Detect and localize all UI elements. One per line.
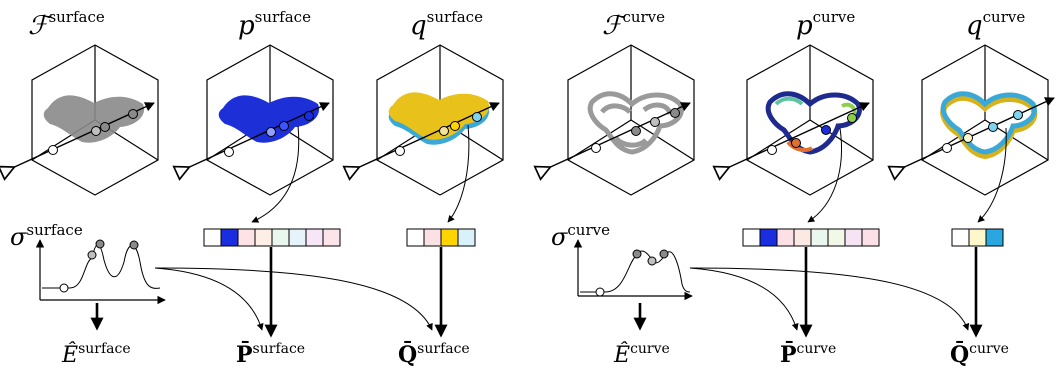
title-q-surface: qsurface — [410, 8, 483, 41]
vector-cell — [322, 228, 341, 247]
vector-cell — [742, 228, 761, 247]
arrow-sigma-curve-to-Q — [689, 267, 970, 331]
arrow-sigma-surface-to-Q — [154, 267, 433, 331]
vector-cell — [844, 228, 863, 247]
sample-point — [91, 126, 101, 136]
vector-cell — [203, 228, 222, 247]
sample-point — [591, 143, 601, 153]
vector-cell — [457, 228, 476, 247]
sample-point — [963, 133, 973, 143]
vector-cell — [271, 228, 290, 247]
cube-p-curve — [723, 44, 874, 196]
vector-cell — [288, 228, 307, 247]
sample-point — [791, 138, 801, 148]
vector-cell — [951, 228, 970, 247]
sigma-curve — [580, 250, 691, 293]
sample-point — [821, 125, 831, 135]
vector-cell — [793, 228, 812, 247]
cube-f-curve — [544, 44, 695, 196]
sigma-curve-label: σcurve — [551, 221, 610, 251]
sample-point — [988, 122, 998, 132]
output-P-surface: P̄surface — [236, 340, 305, 368]
sample-point — [472, 112, 482, 122]
vector-cell — [440, 228, 459, 247]
output-Q-surface: Q̄surface — [398, 340, 470, 368]
sample-point — [847, 113, 857, 123]
title-f-curve: ℱcurve — [602, 8, 665, 41]
sample-point — [224, 147, 234, 157]
arrow-p-curve-to-vector — [807, 127, 843, 223]
vector-cell — [776, 228, 795, 247]
sample-point — [942, 143, 952, 153]
view-ray — [723, 103, 869, 170]
vector-cell — [423, 228, 442, 247]
sample-point — [128, 109, 138, 119]
sample-point — [266, 127, 276, 137]
sample-point — [48, 145, 58, 155]
sample-point — [631, 126, 641, 136]
cube-p-surface — [183, 44, 334, 196]
vector-cell — [220, 228, 239, 247]
vector-cell — [406, 228, 425, 247]
sample-point — [439, 126, 449, 136]
sample-point — [767, 145, 777, 155]
sigma-plot-curve: σcurve — [551, 221, 693, 301]
sample-point — [650, 117, 660, 127]
vector-cell — [305, 228, 324, 247]
sample-point — [395, 146, 405, 156]
shape-surface-gray — [43, 95, 145, 143]
output-P-curve: P̄curve — [780, 340, 836, 368]
sample-point — [100, 122, 110, 132]
output-E-curve: Êcurve — [613, 341, 670, 368]
cube-q-surface — [353, 44, 504, 196]
view-ray — [898, 98, 1054, 170]
cube-q-curve — [898, 44, 1054, 196]
title-q-curve: qcurve — [966, 8, 1025, 41]
vector-cell — [861, 228, 880, 247]
cube-f-surface — [8, 44, 159, 196]
sigma-plot-surface: σsurface — [10, 221, 166, 305]
vector-cell — [827, 228, 846, 247]
feature-vector-p-curve — [742, 228, 880, 247]
vector-cell — [968, 228, 987, 247]
view-ray — [544, 103, 690, 170]
vector-cell — [759, 228, 778, 247]
arrow-sigma-curve-to-P — [689, 267, 799, 331]
output-Q-curve: Q̄curve — [950, 340, 1009, 368]
arrow-q-surface-to-vector — [447, 124, 470, 223]
sample-point — [279, 121, 289, 131]
curve-highlight-green — [774, 96, 804, 106]
title-f-surface: ℱsurface — [28, 8, 105, 41]
vector-cell — [237, 228, 256, 247]
title-p-surface: psurface — [238, 8, 311, 41]
sigma-curve — [42, 244, 161, 289]
vector-cell — [985, 228, 1004, 247]
vector-cell — [254, 228, 273, 247]
sample-point — [450, 121, 460, 131]
feature-vector-q-surface — [406, 228, 476, 247]
arrow-q-curve-to-vector — [977, 127, 1007, 223]
vector-cell — [810, 228, 829, 247]
sample-point — [670, 108, 680, 118]
feature-vector-p-surface — [203, 228, 341, 247]
sample-point — [1013, 110, 1023, 120]
sample-point — [304, 111, 314, 121]
title-p-curve: pcurve — [796, 8, 855, 41]
feature-vector-q-curve — [951, 228, 1004, 247]
sigma-surface-label: σsurface — [10, 221, 83, 251]
arrow-p-surface-to-vector — [251, 125, 300, 223]
arrow-sigma-surface-to-P — [154, 267, 264, 331]
output-E-surface: Êsurface — [61, 341, 131, 368]
